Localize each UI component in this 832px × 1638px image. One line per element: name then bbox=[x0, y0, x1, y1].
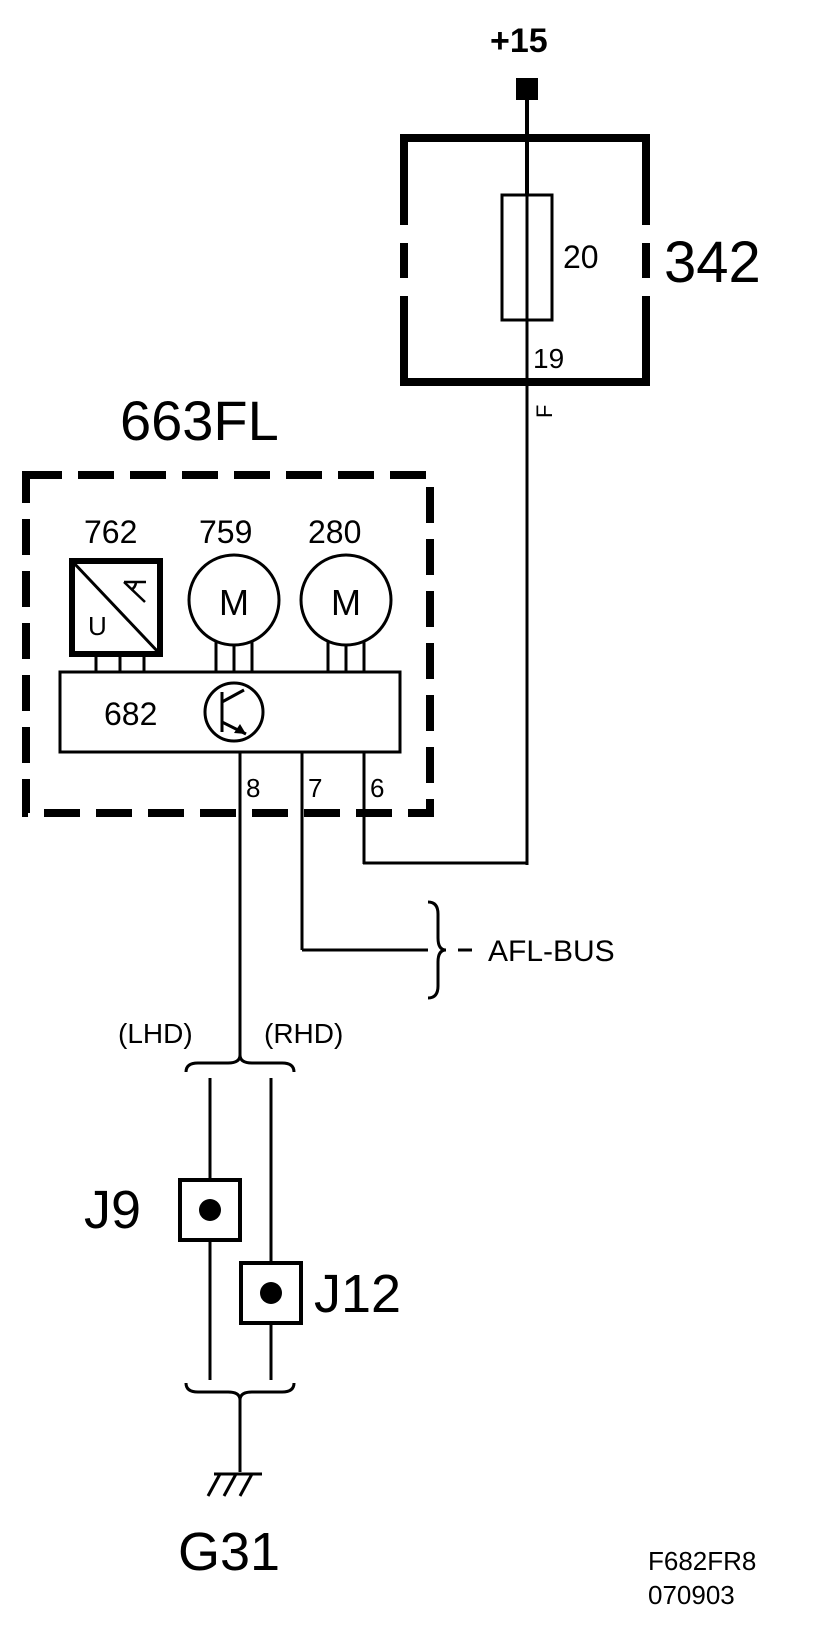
j9-label: J9 bbox=[84, 1180, 141, 1240]
sensor-id-label: 762 bbox=[84, 514, 137, 550]
motor-280-id-label: 280 bbox=[308, 514, 361, 550]
supply-label: +15 bbox=[490, 22, 548, 60]
wire-color-label: F bbox=[532, 405, 557, 418]
motor-280-symbol: M bbox=[331, 582, 361, 623]
j12-dot bbox=[260, 1282, 282, 1304]
ground-label: G31 bbox=[178, 1522, 280, 1582]
footer-date: 070903 bbox=[648, 1580, 735, 1610]
module-id-label: 663FL bbox=[120, 389, 279, 452]
pin-8-label: 8 bbox=[246, 773, 260, 803]
ground-icon bbox=[206, 1472, 262, 1497]
fuse-box bbox=[400, 134, 650, 386]
bus-brace bbox=[427, 900, 447, 1000]
transistor-icon bbox=[203, 681, 265, 743]
angle-icon bbox=[123, 580, 146, 603]
supply-terminal bbox=[516, 78, 538, 100]
fuse-rating-label: 20 bbox=[563, 239, 599, 275]
fuse-output-pin-label: 19 bbox=[533, 343, 564, 374]
pin-7-label: 7 bbox=[308, 773, 322, 803]
sensor-u-label: U bbox=[88, 611, 107, 641]
motor-759-symbol: M bbox=[219, 582, 249, 623]
module-outline bbox=[22, 471, 434, 817]
variant-brace-bottom bbox=[184, 1382, 296, 1401]
control-unit-id-label: 682 bbox=[104, 696, 157, 732]
bus-label: AFL-BUS bbox=[488, 935, 615, 968]
fuse-box-id-label: 342 bbox=[664, 230, 761, 295]
j9-dot bbox=[199, 1199, 221, 1221]
j12-label: J12 bbox=[314, 1264, 401, 1324]
sensor-762: U bbox=[69, 558, 163, 657]
lhd-label: (LHD) bbox=[118, 1018, 193, 1049]
footer-code: F682FR8 bbox=[648, 1546, 756, 1576]
pin-6-label: 6 bbox=[370, 773, 384, 803]
rhd-label: (RHD) bbox=[264, 1018, 343, 1049]
variant-brace-top bbox=[184, 1054, 296, 1073]
motor-759-id-label: 759 bbox=[199, 514, 252, 550]
